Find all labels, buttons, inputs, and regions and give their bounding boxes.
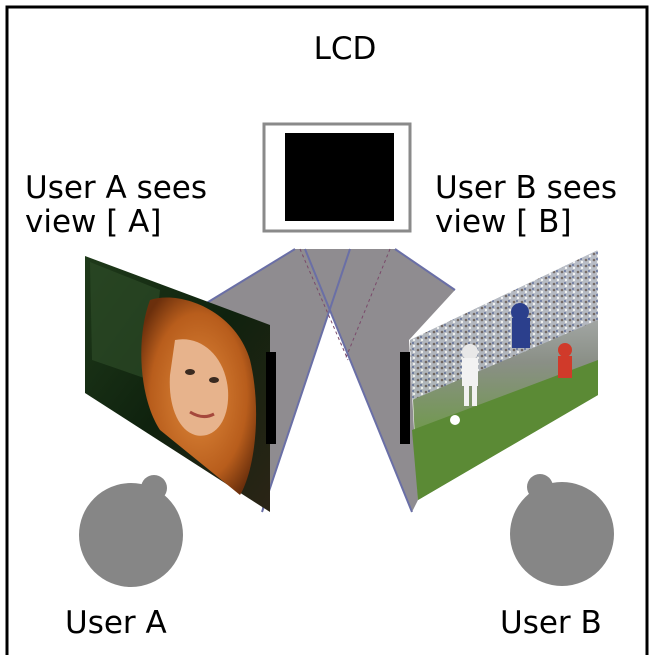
beam-edge-a-left <box>199 248 296 308</box>
beam-center-split-1 <box>299 248 349 361</box>
user-b-head <box>510 474 614 586</box>
view-b-shutter <box>400 352 410 444</box>
beam-edge-b-right <box>394 248 456 291</box>
view-b-image <box>410 250 598 500</box>
beam-to-user-b <box>305 249 455 512</box>
lcd-screen <box>285 133 394 221</box>
view-a-shutter <box>266 352 276 444</box>
lcd-label: LCD <box>314 31 377 67</box>
user-b-view-label-line2: view [ B] <box>435 204 572 240</box>
user-b-label: User B <box>500 605 602 641</box>
user-a-view-label-line2: view [ A] <box>25 204 162 240</box>
view-a-image <box>85 256 270 512</box>
user-a-label: User A <box>65 605 167 641</box>
beam-center-split-2 <box>344 248 391 361</box>
user-b-view-label-line1: User B sees <box>435 170 617 206</box>
beam-edge-a-right <box>261 248 351 513</box>
beam-edge-b-left <box>304 248 413 513</box>
user-a-head <box>79 475 183 587</box>
user-a-view-label-line1: User A sees <box>25 170 207 206</box>
